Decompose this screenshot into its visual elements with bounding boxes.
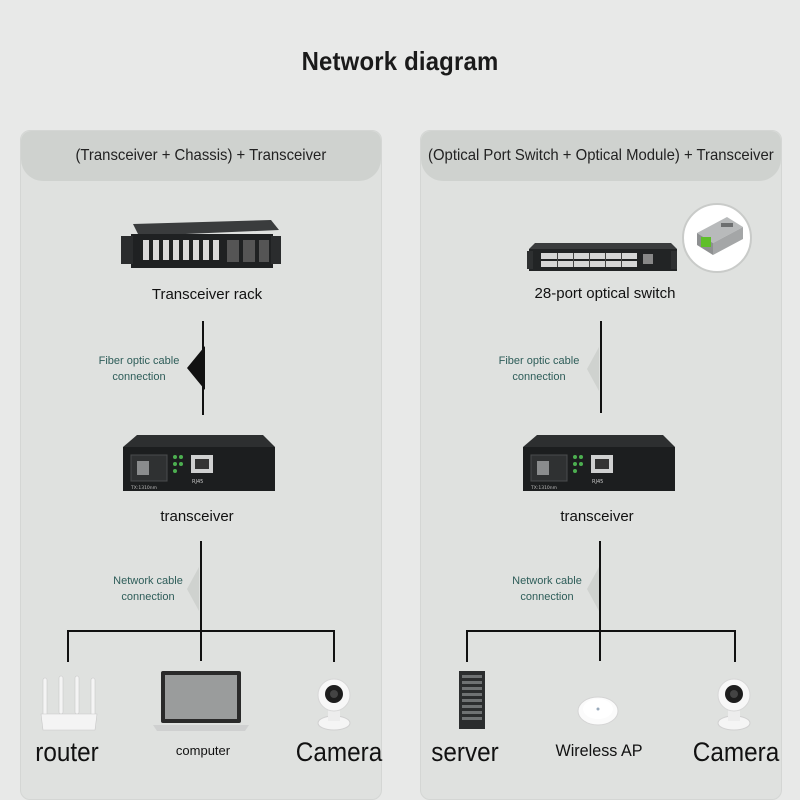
right-fiber-marker: [587, 347, 599, 391]
right-panel: (Optical Port Switch + Optical Module) +…: [420, 130, 782, 800]
optical-switch-icon: [527, 243, 677, 271]
right-middle-device-label: transceiver: [560, 508, 634, 525]
transceiver-icon-right: RJ45 TX:1310nm: [523, 435, 675, 491]
left-middle-device-label: transceiver: [160, 508, 234, 525]
left-network-label-line2: connection: [121, 591, 175, 603]
right-branch-drop-1: [466, 630, 468, 662]
left-panel-header: (Transceiver + Chassis) + Transceiver: [21, 131, 381, 181]
transceiver-rack-icon: [121, 220, 281, 268]
left-fiber-marker: [187, 346, 205, 390]
left-network-line: [200, 541, 202, 661]
camera-icon-right: [717, 678, 751, 731]
left-rj45-text: RJ45: [192, 479, 203, 485]
right-fiber-label-line2: connection: [512, 371, 566, 383]
left-branch-drop-1: [67, 630, 69, 662]
transceiver-icon: RJ45 TX:1310nm: [123, 435, 275, 491]
left-network-label-line1: Network cable: [113, 575, 183, 587]
right-panel-header-text: (Optical Port Switch + Optical Module) +…: [428, 147, 774, 164]
left-top-device-label: Transceiver rack: [151, 286, 263, 303]
right-fiber-tag-text: TX:1310nm: [530, 485, 557, 491]
server-icon: [459, 671, 485, 729]
left-fiber-tag-text: TX:1310nm: [130, 485, 157, 491]
left-endpoint-1-label: router: [35, 737, 99, 767]
left-branch-drop-3: [333, 630, 335, 662]
right-endpoint-2-label: Wireless AP: [555, 741, 643, 760]
left-endpoint-2-label: computer: [175, 743, 231, 758]
right-network-label-line1: Network cable: [512, 575, 582, 587]
access-point-icon: [577, 696, 619, 726]
left-network-label: Network cable connection: [113, 573, 183, 605]
router-icon: [40, 675, 98, 731]
right-top-device-label: 28-port optical switch: [534, 285, 676, 302]
diagram-title: Network diagram: [301, 46, 499, 76]
right-fiber-label: Fiber optic cable connection: [499, 353, 580, 385]
right-fiber-label-line1: Fiber optic cable: [498, 355, 580, 367]
right-endpoint-1-label: server: [431, 737, 499, 767]
left-fiber-label-line2: connection: [112, 371, 166, 383]
left-panel: (Transceiver + Chassis) + Transceiver Tr…: [20, 130, 382, 800]
left-network-marker: [187, 567, 199, 611]
laptop-icon: [153, 671, 249, 731]
right-fiber-line: [600, 321, 602, 413]
right-branch-line: [466, 630, 736, 632]
left-panel-header-text: (Transceiver + Chassis) + Transceiver: [75, 147, 327, 164]
right-rj45-text: RJ45: [592, 479, 603, 485]
optical-module-icon: [682, 203, 752, 273]
left-fiber-label: Fiber optic cable connection: [99, 353, 180, 385]
left-endpoint-3-label: Camera: [295, 737, 383, 767]
right-panel-header: (Optical Port Switch + Optical Module) +…: [421, 131, 781, 181]
right-network-marker: [587, 567, 599, 611]
camera-icon: [317, 678, 351, 731]
right-branch-drop-3: [734, 630, 736, 662]
right-network-line: [599, 541, 601, 661]
right-network-label-line2: connection: [520, 591, 574, 603]
right-network-label: Network cable connection: [512, 573, 582, 605]
left-branch-line: [67, 630, 335, 632]
left-fiber-label-line1: Fiber optic cable: [98, 355, 180, 367]
right-endpoint-3-label: Camera: [692, 737, 780, 767]
